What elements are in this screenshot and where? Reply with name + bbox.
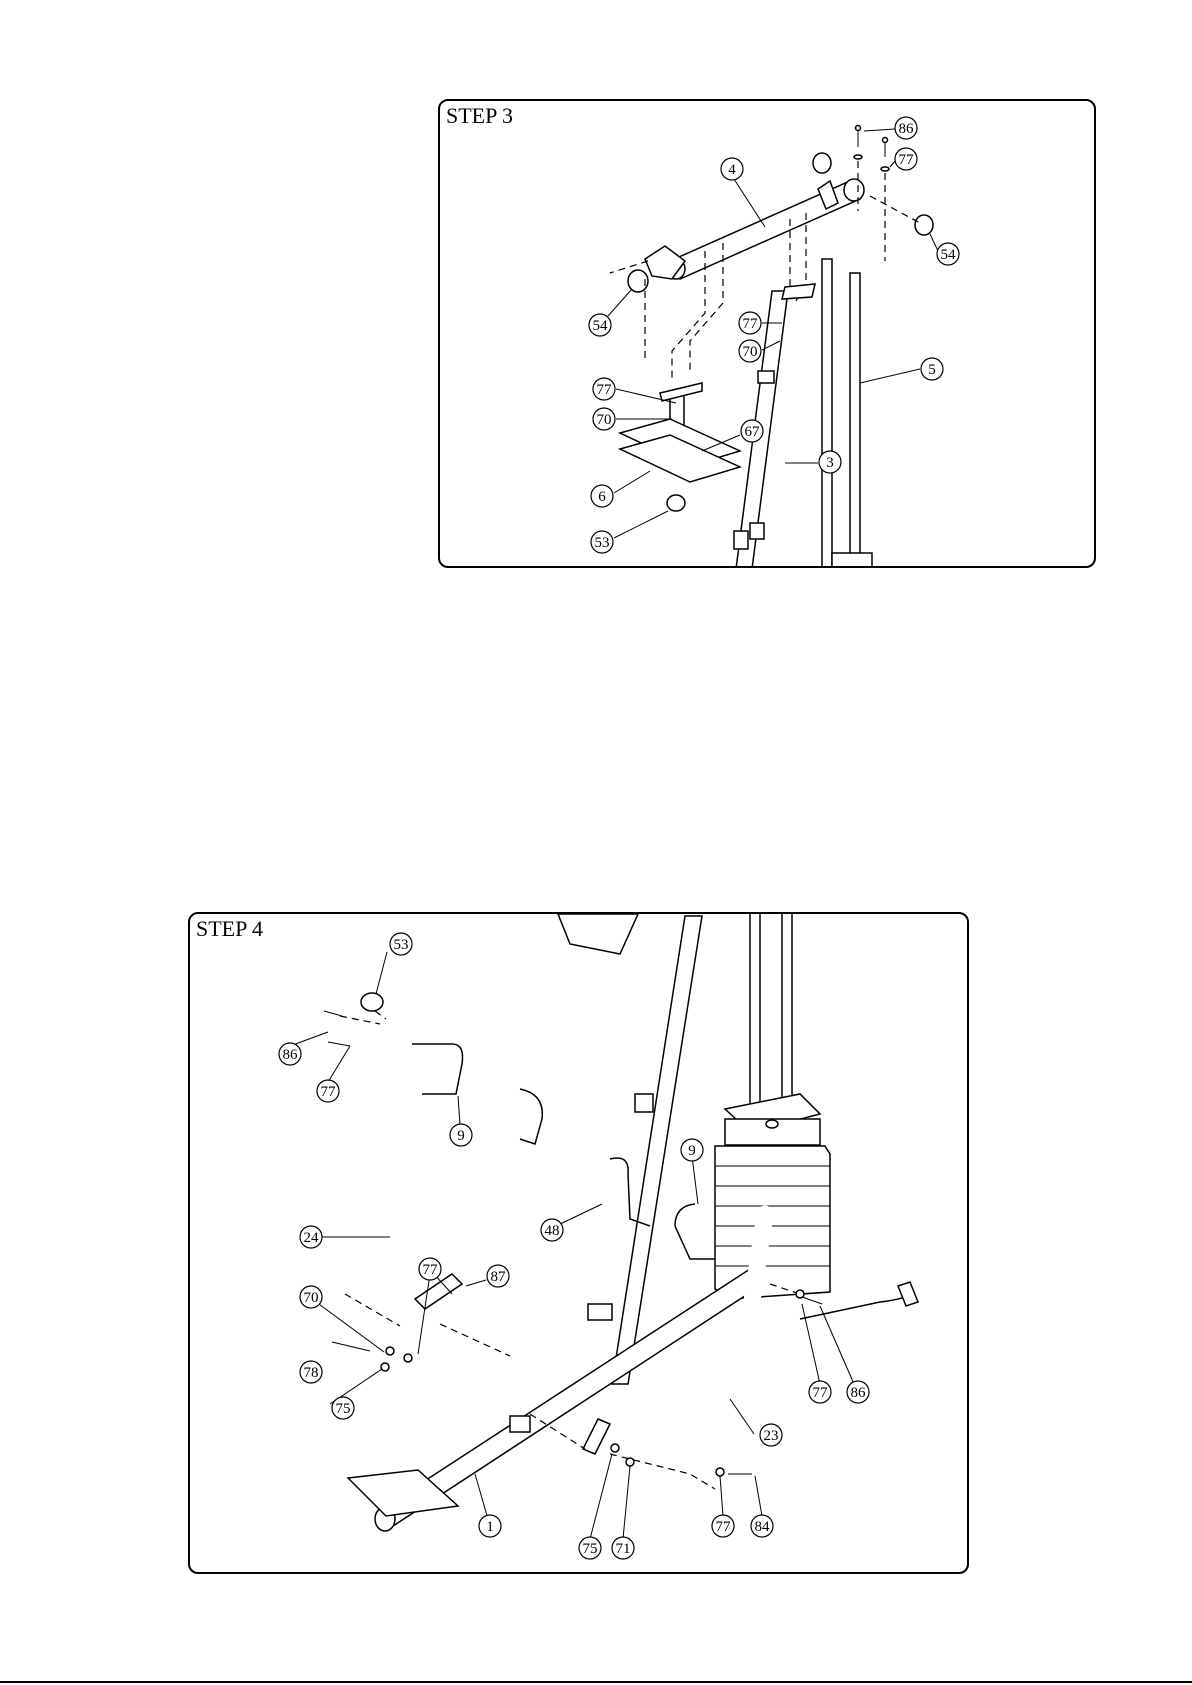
- callout-75-right: 75: [583, 1541, 598, 1557]
- callout-86: 86: [283, 1047, 299, 1063]
- page-bottom-rule: [0, 1681, 1192, 1683]
- callout-70-post: 70: [743, 344, 758, 360]
- callout-3: 3: [826, 455, 834, 471]
- callout-75-left: 75: [336, 1401, 351, 1417]
- callout-4: 4: [728, 162, 736, 178]
- rear-tube: [800, 1294, 910, 1319]
- end-cap-right: [915, 215, 933, 235]
- callout-67: 67: [745, 424, 761, 440]
- callout-5: 5: [928, 362, 936, 378]
- end-cap-53: [361, 993, 383, 1011]
- top-bolts: [854, 126, 889, 172]
- callout-9-right: 9: [688, 1143, 696, 1159]
- callout-87: 87: [491, 1269, 507, 1285]
- guide-rods: [822, 259, 872, 566]
- callout-6: 6: [598, 489, 606, 505]
- callout-23: 23: [764, 1428, 779, 1444]
- callout-78: 78: [304, 1365, 319, 1381]
- right-bracket: [583, 1419, 610, 1454]
- callout-70-support: 70: [597, 412, 612, 428]
- callout-1: 1: [486, 1519, 494, 1535]
- callout-48: 48: [545, 1223, 560, 1239]
- callout-77-post: 77: [743, 316, 759, 332]
- callout-24: 24: [304, 1230, 320, 1246]
- handle-48-left: [520, 1089, 542, 1144]
- step-4-diagram: 53 86 77 9 48 9 24 77 87 70 78 75 77: [190, 914, 967, 1572]
- callout-77-support: 77: [597, 382, 613, 398]
- callout-77-bottom: 77: [716, 1519, 732, 1535]
- callout-53: 53: [595, 535, 610, 551]
- seat-support: [620, 383, 740, 511]
- callout-77-bracket: 77: [423, 1262, 439, 1278]
- callout-54-left: 54: [593, 318, 609, 334]
- step-3-panel: STEP 3: [438, 99, 1096, 568]
- callout-77: 77: [321, 1084, 337, 1100]
- callout-86-right: 86: [851, 1385, 867, 1401]
- callout-77-right: 77: [813, 1385, 829, 1401]
- callout-77: 77: [899, 152, 915, 168]
- end-cap-top: [813, 153, 831, 173]
- step-3-diagram: 86 77 4 54 54 77 70 5 77 70 67 3 6: [440, 101, 1094, 566]
- callout-53: 53: [394, 937, 409, 953]
- callout-84: 84: [755, 1519, 771, 1535]
- callout-86: 86: [899, 121, 915, 137]
- left-handle-9: [412, 1044, 463, 1094]
- callout-71: 71: [616, 1541, 631, 1557]
- callout-9-left: 9: [457, 1128, 465, 1144]
- right-handle-9: [675, 1204, 715, 1259]
- callout-70: 70: [304, 1290, 319, 1306]
- weight-stack: [715, 914, 830, 1299]
- callout-54-right: 54: [941, 247, 957, 263]
- step-4-panel: STEP 4: [188, 912, 969, 1574]
